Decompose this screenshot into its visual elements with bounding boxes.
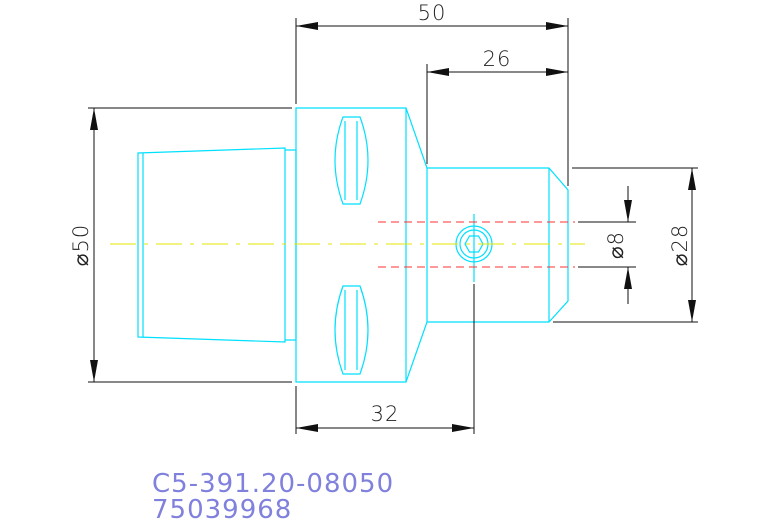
dim-text-flange-position: 32: [371, 402, 400, 426]
flange-body: [295, 107, 428, 383]
arrow-bore-bottom: [624, 267, 632, 289]
arrow-outer-top: [90, 108, 98, 130]
order-code-text: 75039968: [152, 495, 292, 523]
part-outline: [137, 107, 569, 383]
coupling-collar: [285, 149, 297, 341]
part-number-text: C5-391.20-08050: [152, 469, 394, 499]
dim-text-shank-diameter: ⌀28: [668, 224, 692, 266]
arrow-outer-bottom: [90, 360, 98, 382]
arrow-shank-dia-top: [688, 168, 696, 190]
dim-text-shank-length: 26: [483, 47, 512, 71]
arrow-bore-top: [624, 200, 632, 222]
dim-text-outer-diameter: ⌀50: [69, 224, 93, 266]
arrow-flange-left: [296, 424, 318, 432]
arrow-flange-right: [452, 424, 474, 432]
set-screw-hex: [464, 235, 484, 253]
arrow-shank-left: [427, 68, 449, 76]
arrow-shank-dia-bottom: [688, 300, 696, 322]
drive-slot-bottom: [334, 285, 369, 375]
dimension-lines: [88, 18, 698, 434]
dim-text-overall-length: 50: [418, 1, 447, 25]
coupling-taper-outline: [137, 147, 286, 343]
drive-slot-top: [334, 116, 369, 205]
arrow-overall-right: [546, 22, 568, 30]
shank-body: [427, 167, 569, 323]
dim-text-bore-diameter: ⌀8: [604, 231, 628, 259]
arrow-overall-left: [296, 22, 318, 30]
arrow-shank-right: [546, 68, 568, 76]
